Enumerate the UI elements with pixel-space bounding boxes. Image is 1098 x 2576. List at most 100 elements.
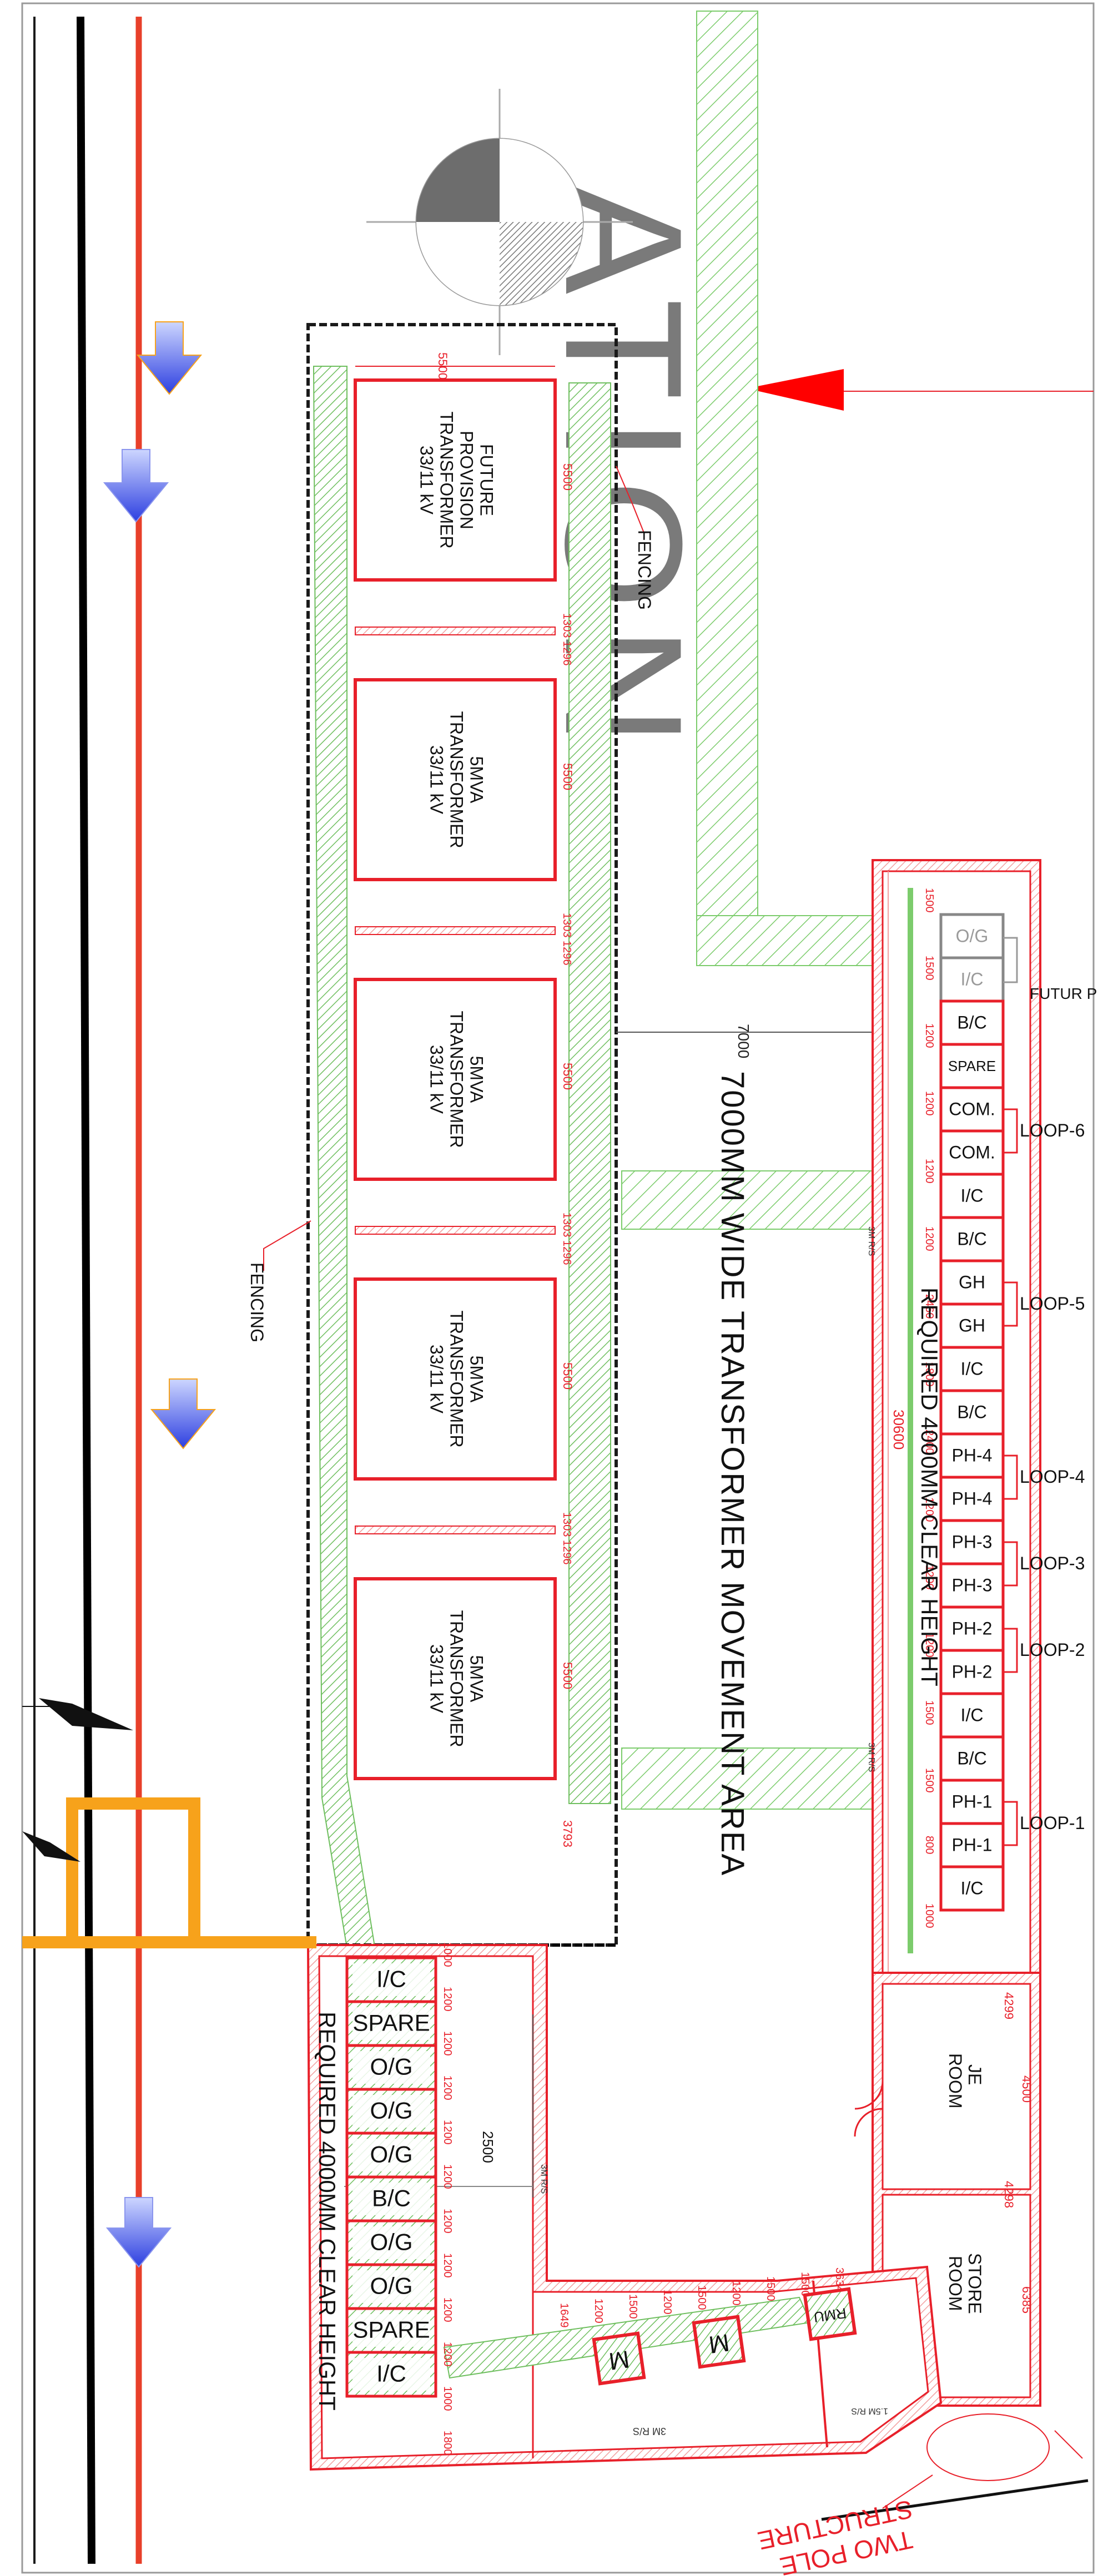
panel-11kv-cell bbox=[939, 1346, 1005, 1392]
panel-11kv-cell-label: O/G bbox=[956, 926, 989, 946]
panel-33kv-cell-bg bbox=[352, 1963, 430, 1996]
clear-height-11kv: REQUIRED 4000MM CLEAR HEIGHT bbox=[916, 1287, 943, 1686]
down-arrow-icon-3 bbox=[150, 1378, 216, 1449]
width-dim: 7000 bbox=[735, 1024, 752, 1058]
panel-11kv-cell bbox=[939, 1735, 1005, 1782]
panel-11kv-dim: 1200 bbox=[923, 1159, 935, 1184]
panel-33kv-cell-bg bbox=[352, 2051, 430, 2084]
panel-33kv-dim: 1200 bbox=[441, 2253, 454, 2278]
panel-33kv-cell-label: SPARE bbox=[352, 2010, 430, 2036]
panel-11kv-cell-label: PH-3 bbox=[952, 1575, 993, 1595]
panel-33kv-dim: 1200 bbox=[441, 2297, 454, 2322]
transformer-3 bbox=[354, 978, 557, 1181]
panel-33kv-group: I/CSPAREO/GO/GO/GB/CO/GO/GSPAREI/C100012… bbox=[345, 1942, 454, 2456]
panel-11kv-cell-label: I/C bbox=[961, 1878, 984, 1898]
fencing-label-left: FENCING bbox=[247, 1262, 267, 1342]
panel-33kv-cell-label: O/G bbox=[370, 2054, 412, 2080]
right-green-strip bbox=[568, 382, 611, 1804]
panel-11kv-dim: 1500 bbox=[923, 1700, 935, 1725]
panel-11kv-cell-label: PH-2 bbox=[952, 1661, 993, 1681]
panel-11kv-cell-label: B/C bbox=[957, 1229, 986, 1249]
panel-33kv-dim: 1200 bbox=[441, 2209, 454, 2234]
panel-11kv-cell-label: I/C bbox=[961, 1358, 984, 1378]
panel-33kv-dim: 1800 bbox=[441, 2431, 454, 2456]
panel-11kv-cell bbox=[939, 1216, 1005, 1262]
panel-33kv-cell-label: I/C bbox=[376, 2361, 406, 2387]
panel-11kv-cell-label: PH-4 bbox=[952, 1445, 993, 1465]
transformer-label: 5MVA bbox=[467, 1056, 487, 1103]
fire-wall bbox=[355, 1526, 556, 1534]
gap-dim-b: 1296 bbox=[561, 641, 573, 666]
transformer-dim-side: 5500 bbox=[561, 1362, 575, 1390]
loop-bracket bbox=[1003, 1281, 1018, 1327]
metering-unit bbox=[803, 2287, 857, 2341]
panel-11kv-dim: 1200 bbox=[923, 1091, 935, 1116]
panel-11kv-cell bbox=[939, 1865, 1005, 1912]
transformer-dim-side: 5500 bbox=[561, 463, 575, 491]
loop-bracket bbox=[1003, 1628, 1018, 1673]
two-pole-structure bbox=[821, 2413, 1089, 2521]
panel-11kv-dim: 1500 bbox=[923, 956, 935, 981]
metering-dim: 1500 bbox=[627, 2294, 639, 2319]
panel-11kv-cell-label: SPARE bbox=[948, 1058, 996, 1074]
transformer-label: TRANSFORMER bbox=[447, 1310, 467, 1447]
panel-33kv-dim: 1200 bbox=[441, 2120, 454, 2145]
transformer-label: TRANSFORMER bbox=[447, 1011, 467, 1148]
cable-label-11kv-2: 3M R/S bbox=[867, 1742, 876, 1772]
down-arrow-icon-1 bbox=[136, 321, 203, 395]
cable-label-33kv: 3M R/S bbox=[539, 2164, 548, 2194]
metering-dim: 1200 bbox=[592, 2299, 605, 2324]
panel-11kv-cell bbox=[939, 1389, 1005, 1436]
store-room-dim-a: 4298 bbox=[1002, 2181, 1016, 2208]
transformer-4 bbox=[354, 1277, 557, 1481]
flow-arrow-icons bbox=[103, 321, 216, 2268]
metering-dim: 1649 bbox=[558, 2303, 570, 2328]
future-provision-label: FUTUR PROVISI bbox=[1030, 985, 1098, 1002]
panel-11kv-cell-label: COM. bbox=[949, 1142, 995, 1162]
panel-11kv-dim: 1800 bbox=[923, 1362, 935, 1387]
fire-wall bbox=[355, 627, 556, 635]
transformer-label: 5MVA bbox=[467, 756, 487, 804]
panel-11kv-dim: 2400 bbox=[923, 1430, 935, 1454]
store-room-line2: ROOM bbox=[945, 2256, 965, 2311]
panel-11kv-dim: 1200 bbox=[923, 1633, 935, 1658]
panel-33kv-dim: 1000 bbox=[441, 1942, 454, 1967]
transformer-label: 5MVA bbox=[467, 1356, 487, 1403]
transformer-label: 5MVA bbox=[467, 1655, 487, 1703]
gap-dim-b: 1296 bbox=[561, 1240, 573, 1265]
transformer-label: FUTURE bbox=[477, 444, 497, 516]
loop-bracket bbox=[1003, 1541, 1018, 1587]
panel-11kv-cell-label: PH-1 bbox=[952, 1835, 993, 1855]
panel-33kv-cell-label: B/C bbox=[372, 2185, 411, 2211]
loop-label: LOOP-2 bbox=[1020, 1640, 1085, 1660]
north-arrow-icon bbox=[366, 89, 633, 355]
panel-33kv-cell-bg bbox=[352, 2226, 430, 2259]
metering-dim: 1500 bbox=[696, 2285, 708, 2310]
metering-dim: 1200 bbox=[730, 2281, 742, 2306]
panel-11kv-dim: 1500 bbox=[923, 888, 935, 913]
panel-33kv-cell-label: O/G bbox=[370, 2273, 412, 2299]
metering-dim: 1500 bbox=[764, 2276, 777, 2301]
panel-11kv-cell-label: PH-1 bbox=[952, 1791, 993, 1811]
panel-11kv-cell-label: COM. bbox=[949, 1099, 995, 1119]
orange-incoming-feeder bbox=[22, 1797, 316, 1948]
metering-unit-label: M bbox=[607, 2345, 631, 2375]
metering-dim: 1500 bbox=[799, 2272, 811, 2297]
watermark-text: ATION bbox=[531, 183, 717, 762]
loop-bracket bbox=[1003, 1801, 1018, 1846]
transformer-label: 33/11 kV bbox=[427, 745, 447, 815]
gap-dim-b: 1296 bbox=[561, 1540, 573, 1565]
panel-33kv-cell-bg bbox=[352, 2358, 430, 2391]
fencing-label-top: FENCING bbox=[634, 530, 654, 610]
transformer-5 bbox=[354, 1577, 557, 1780]
transformer-dim-side: 5500 bbox=[561, 1063, 575, 1090]
cable-label-11kv-1: 3M R/S bbox=[867, 1226, 876, 1256]
panel-11kv-cell-label: B/C bbox=[957, 1402, 986, 1422]
panel-11kv-dim: 1200 bbox=[923, 1226, 935, 1251]
panel-33kv-cell-label: O/G bbox=[370, 2229, 412, 2255]
panel-11kv-cell-label: PH-2 bbox=[952, 1618, 993, 1638]
panel-11kv-dim: 800 bbox=[923, 1836, 935, 1854]
loop-label: LOOP-5 bbox=[1020, 1294, 1085, 1314]
panel-11kv-dim: 1000 bbox=[923, 1903, 935, 1928]
